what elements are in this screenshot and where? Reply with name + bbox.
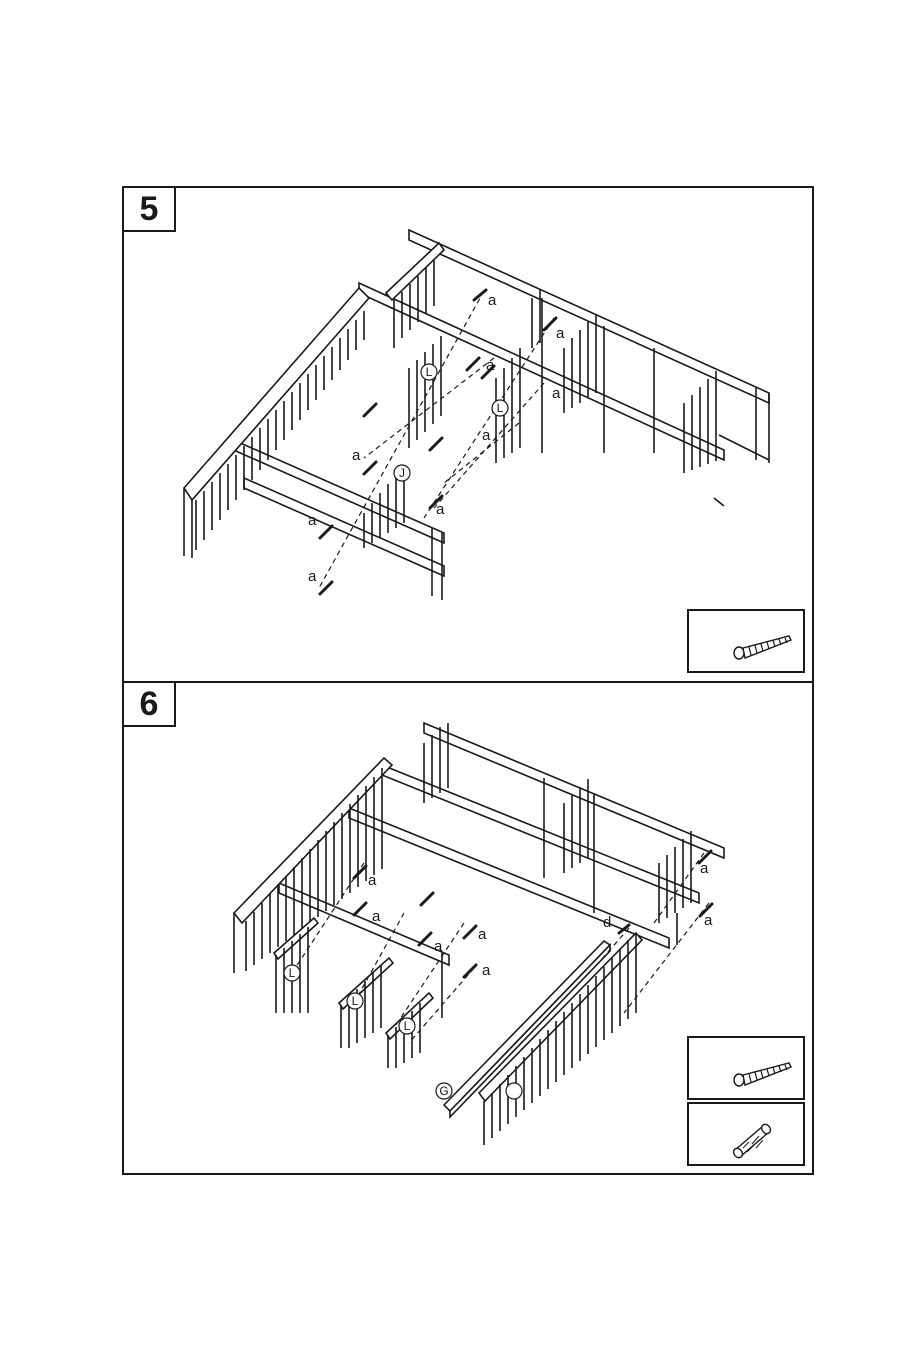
- part-label: L: [352, 994, 359, 1008]
- left-slat-panel: [184, 288, 369, 558]
- dowel-icon: [689, 1104, 803, 1164]
- step-6-dowel-box: [687, 1102, 805, 1166]
- front-rail: [229, 438, 444, 600]
- instruction-frame: 5: [122, 186, 814, 1175]
- part-label: L: [497, 401, 504, 415]
- hardware-label: a: [700, 860, 709, 877]
- front-slat-panel: [479, 933, 642, 1145]
- inner-slat-panels: [364, 290, 716, 548]
- hardware-label: a: [488, 292, 497, 309]
- rail-G: [444, 941, 610, 1117]
- back-rail: [424, 723, 724, 858]
- hardware-label: a: [478, 926, 487, 943]
- hardware-label: a: [308, 512, 317, 529]
- back-rail: [409, 230, 769, 506]
- step-5-diagram: a a a a a a a a a L L J: [124, 188, 814, 678]
- hardware-label: a: [308, 568, 317, 585]
- middle-rails: [349, 765, 699, 948]
- hardware-label: a: [434, 938, 443, 955]
- screw-icon: [689, 611, 803, 671]
- hardware-label: a: [704, 912, 713, 929]
- hardware-label: a: [552, 385, 561, 402]
- middle-rail: [359, 283, 724, 460]
- part-label: L: [426, 365, 433, 379]
- part-label: L: [404, 1019, 411, 1033]
- part-label: J: [399, 466, 405, 480]
- step-6-screw-box: [687, 1036, 805, 1100]
- screw-icon: [689, 1038, 803, 1098]
- hardware-label: a: [372, 908, 381, 925]
- step-5-hardware-box: [687, 609, 805, 673]
- hardware-label: a: [486, 357, 495, 374]
- part-label: L: [289, 966, 296, 980]
- part-label: G: [439, 1084, 448, 1098]
- hardware-label: a: [482, 962, 491, 979]
- back-left-slat-panel: [386, 243, 444, 348]
- hardware-label: a: [436, 501, 445, 518]
- hardware-label: a: [556, 325, 565, 342]
- screw-guides: [319, 291, 554, 588]
- hardware-label: a: [352, 447, 361, 464]
- hardware-label: d: [603, 914, 611, 931]
- hardware-label: a: [368, 872, 377, 889]
- hardware-label: a: [482, 427, 491, 444]
